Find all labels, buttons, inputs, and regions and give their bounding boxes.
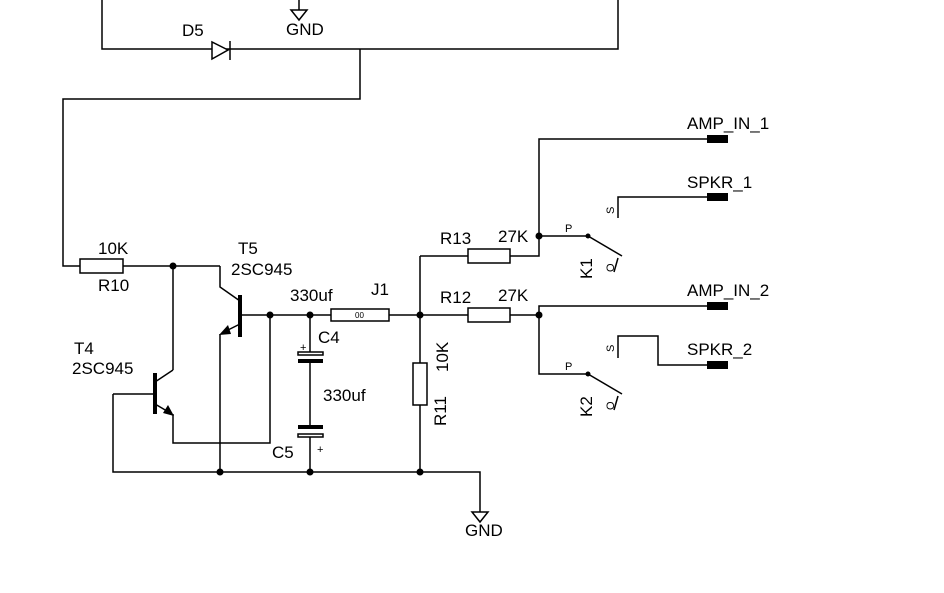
transistor-t4: T4 2SC945 bbox=[72, 266, 271, 444]
gnd-symbol-bottom: GND bbox=[465, 511, 503, 540]
junction-dot bbox=[266, 311, 274, 319]
gnd-symbol-top: GND bbox=[286, 9, 324, 39]
transistor-t5: T5 2SC945 bbox=[219, 239, 292, 472]
resistor-r12: R12 27K bbox=[440, 286, 529, 323]
r11-ref: R11 bbox=[431, 396, 450, 426]
amp-in-2-pin bbox=[707, 302, 728, 310]
k2-s: S bbox=[605, 345, 617, 352]
r11-value: 10K bbox=[433, 341, 452, 372]
junction-dot bbox=[216, 468, 224, 476]
c4-value: 330uf bbox=[290, 286, 333, 305]
junction-dot bbox=[535, 232, 543, 240]
r12-value: 27K bbox=[498, 286, 529, 305]
junction-dot bbox=[535, 311, 543, 319]
spkr-1-pin bbox=[707, 193, 728, 201]
c5-ref: C5 bbox=[272, 443, 294, 462]
k2-ref: K2 bbox=[577, 396, 596, 417]
c5-value: 330uf bbox=[323, 386, 366, 405]
spkr-2-pin bbox=[707, 361, 728, 369]
c4-plus: + bbox=[300, 342, 306, 354]
amp-in-1-label: AMP_IN_1 bbox=[687, 114, 769, 133]
r13-value: 27K bbox=[498, 227, 529, 246]
t4-ref: T4 bbox=[74, 339, 94, 358]
j1-body: 00 bbox=[355, 311, 364, 320]
junction-dot bbox=[585, 233, 591, 239]
r10-ref: R10 bbox=[98, 276, 129, 295]
resistor-r10: 10K R10 bbox=[79, 239, 129, 295]
r13-ref: R13 bbox=[440, 229, 471, 248]
spkr-1-label: SPKR_1 bbox=[687, 173, 752, 192]
t4-part: 2SC945 bbox=[72, 359, 133, 378]
junction-dot bbox=[169, 262, 177, 270]
r10-value: 10K bbox=[98, 239, 129, 258]
top-wires bbox=[62, 0, 619, 267]
capacitor-c5: + 330uf C5 bbox=[272, 386, 366, 462]
r12-ref: R12 bbox=[440, 288, 471, 307]
relay-k2: P S O K2 bbox=[538, 315, 707, 417]
gnd-label-top: GND bbox=[286, 20, 324, 39]
c4-ref: C4 bbox=[318, 328, 340, 347]
junction-dots bbox=[169, 232, 591, 476]
amp-in-2-label: AMP_IN_2 bbox=[687, 281, 769, 300]
k1-s: S bbox=[605, 207, 617, 214]
k2-o: O bbox=[605, 401, 617, 410]
j1-ref: J1 bbox=[371, 280, 389, 299]
junction-dot bbox=[416, 468, 424, 476]
c5-plus: + bbox=[317, 444, 323, 456]
amp-in-1-pin bbox=[707, 135, 728, 143]
junction-dot bbox=[306, 468, 314, 476]
t5-ref: T5 bbox=[238, 239, 258, 258]
k1-o: O bbox=[605, 263, 617, 272]
relay-k1: P S O K1 bbox=[539, 196, 707, 279]
capacitor-c4: + 330uf C4 bbox=[290, 286, 340, 363]
k1-p: P bbox=[565, 223, 572, 235]
gnd-label-bottom: GND bbox=[465, 521, 503, 540]
diode-d5: D5 bbox=[182, 21, 231, 61]
resistor-r11: 10K R11 bbox=[412, 256, 452, 472]
k1-ref: K1 bbox=[577, 258, 596, 279]
junction-dot bbox=[306, 311, 314, 319]
d5-label: D5 bbox=[182, 21, 204, 40]
resistor-r13: R13 27K bbox=[440, 227, 529, 264]
junction-dot bbox=[416, 311, 424, 319]
t5-part: 2SC945 bbox=[231, 260, 292, 279]
jumper-j1: 00 J1 bbox=[330, 280, 390, 322]
spkr-2-label: SPKR_2 bbox=[687, 340, 752, 359]
junction-dot bbox=[585, 371, 591, 377]
k2-p: P bbox=[565, 361, 572, 373]
